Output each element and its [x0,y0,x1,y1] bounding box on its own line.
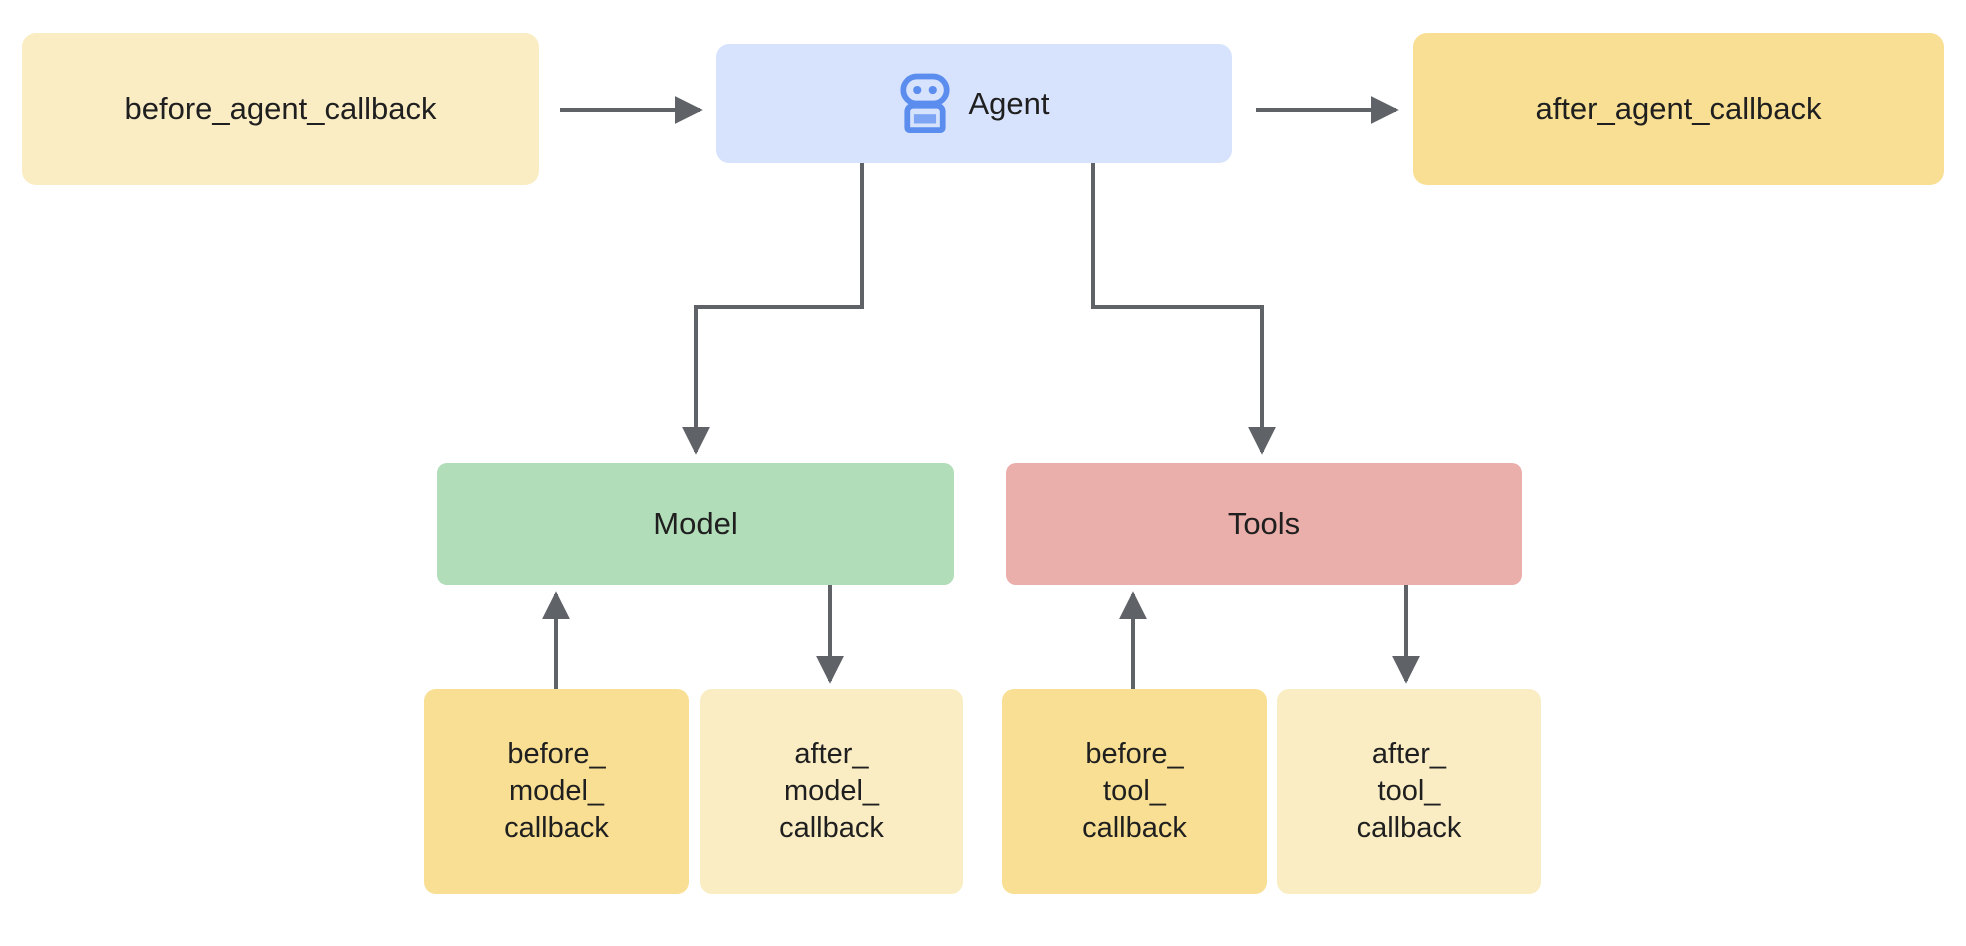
node-model-label: Model [653,506,738,542]
node-after-tool-callback-label: after_ tool_ callback [1356,737,1462,845]
node-before-model-callback-label: before_ model_ callback [504,737,609,845]
node-after-model-callback-label: after_ model_ callback [779,737,884,845]
edge-agent-to-model [682,163,864,455]
node-after-agent-callback-label: after_agent_callback [1535,91,1822,127]
node-after-tool-callback[interactable]: after_ tool_ callback [1277,689,1541,894]
robot-icon [898,73,952,135]
node-agent[interactable]: Agent [716,44,1232,163]
node-after-model-callback[interactable]: after_ model_ callback [700,689,963,894]
node-after-agent-callback[interactable]: after_agent_callback [1413,33,1944,185]
node-before-tool-callback-label: before_ tool_ callback [1082,737,1187,845]
node-before-agent-callback[interactable]: before_agent_callback [22,33,539,185]
node-model[interactable]: Model [437,463,954,585]
node-before-tool-callback[interactable]: before_ tool_ callback [1002,689,1267,894]
node-before-agent-callback-label: before_agent_callback [124,91,437,127]
node-tools[interactable]: Tools [1006,463,1522,585]
node-tools-label: Tools [1227,506,1301,542]
edge-agent-to-tools [1091,163,1276,455]
node-agent-label: Agent [968,85,1050,121]
node-before-model-callback[interactable]: before_ model_ callback [424,689,689,894]
